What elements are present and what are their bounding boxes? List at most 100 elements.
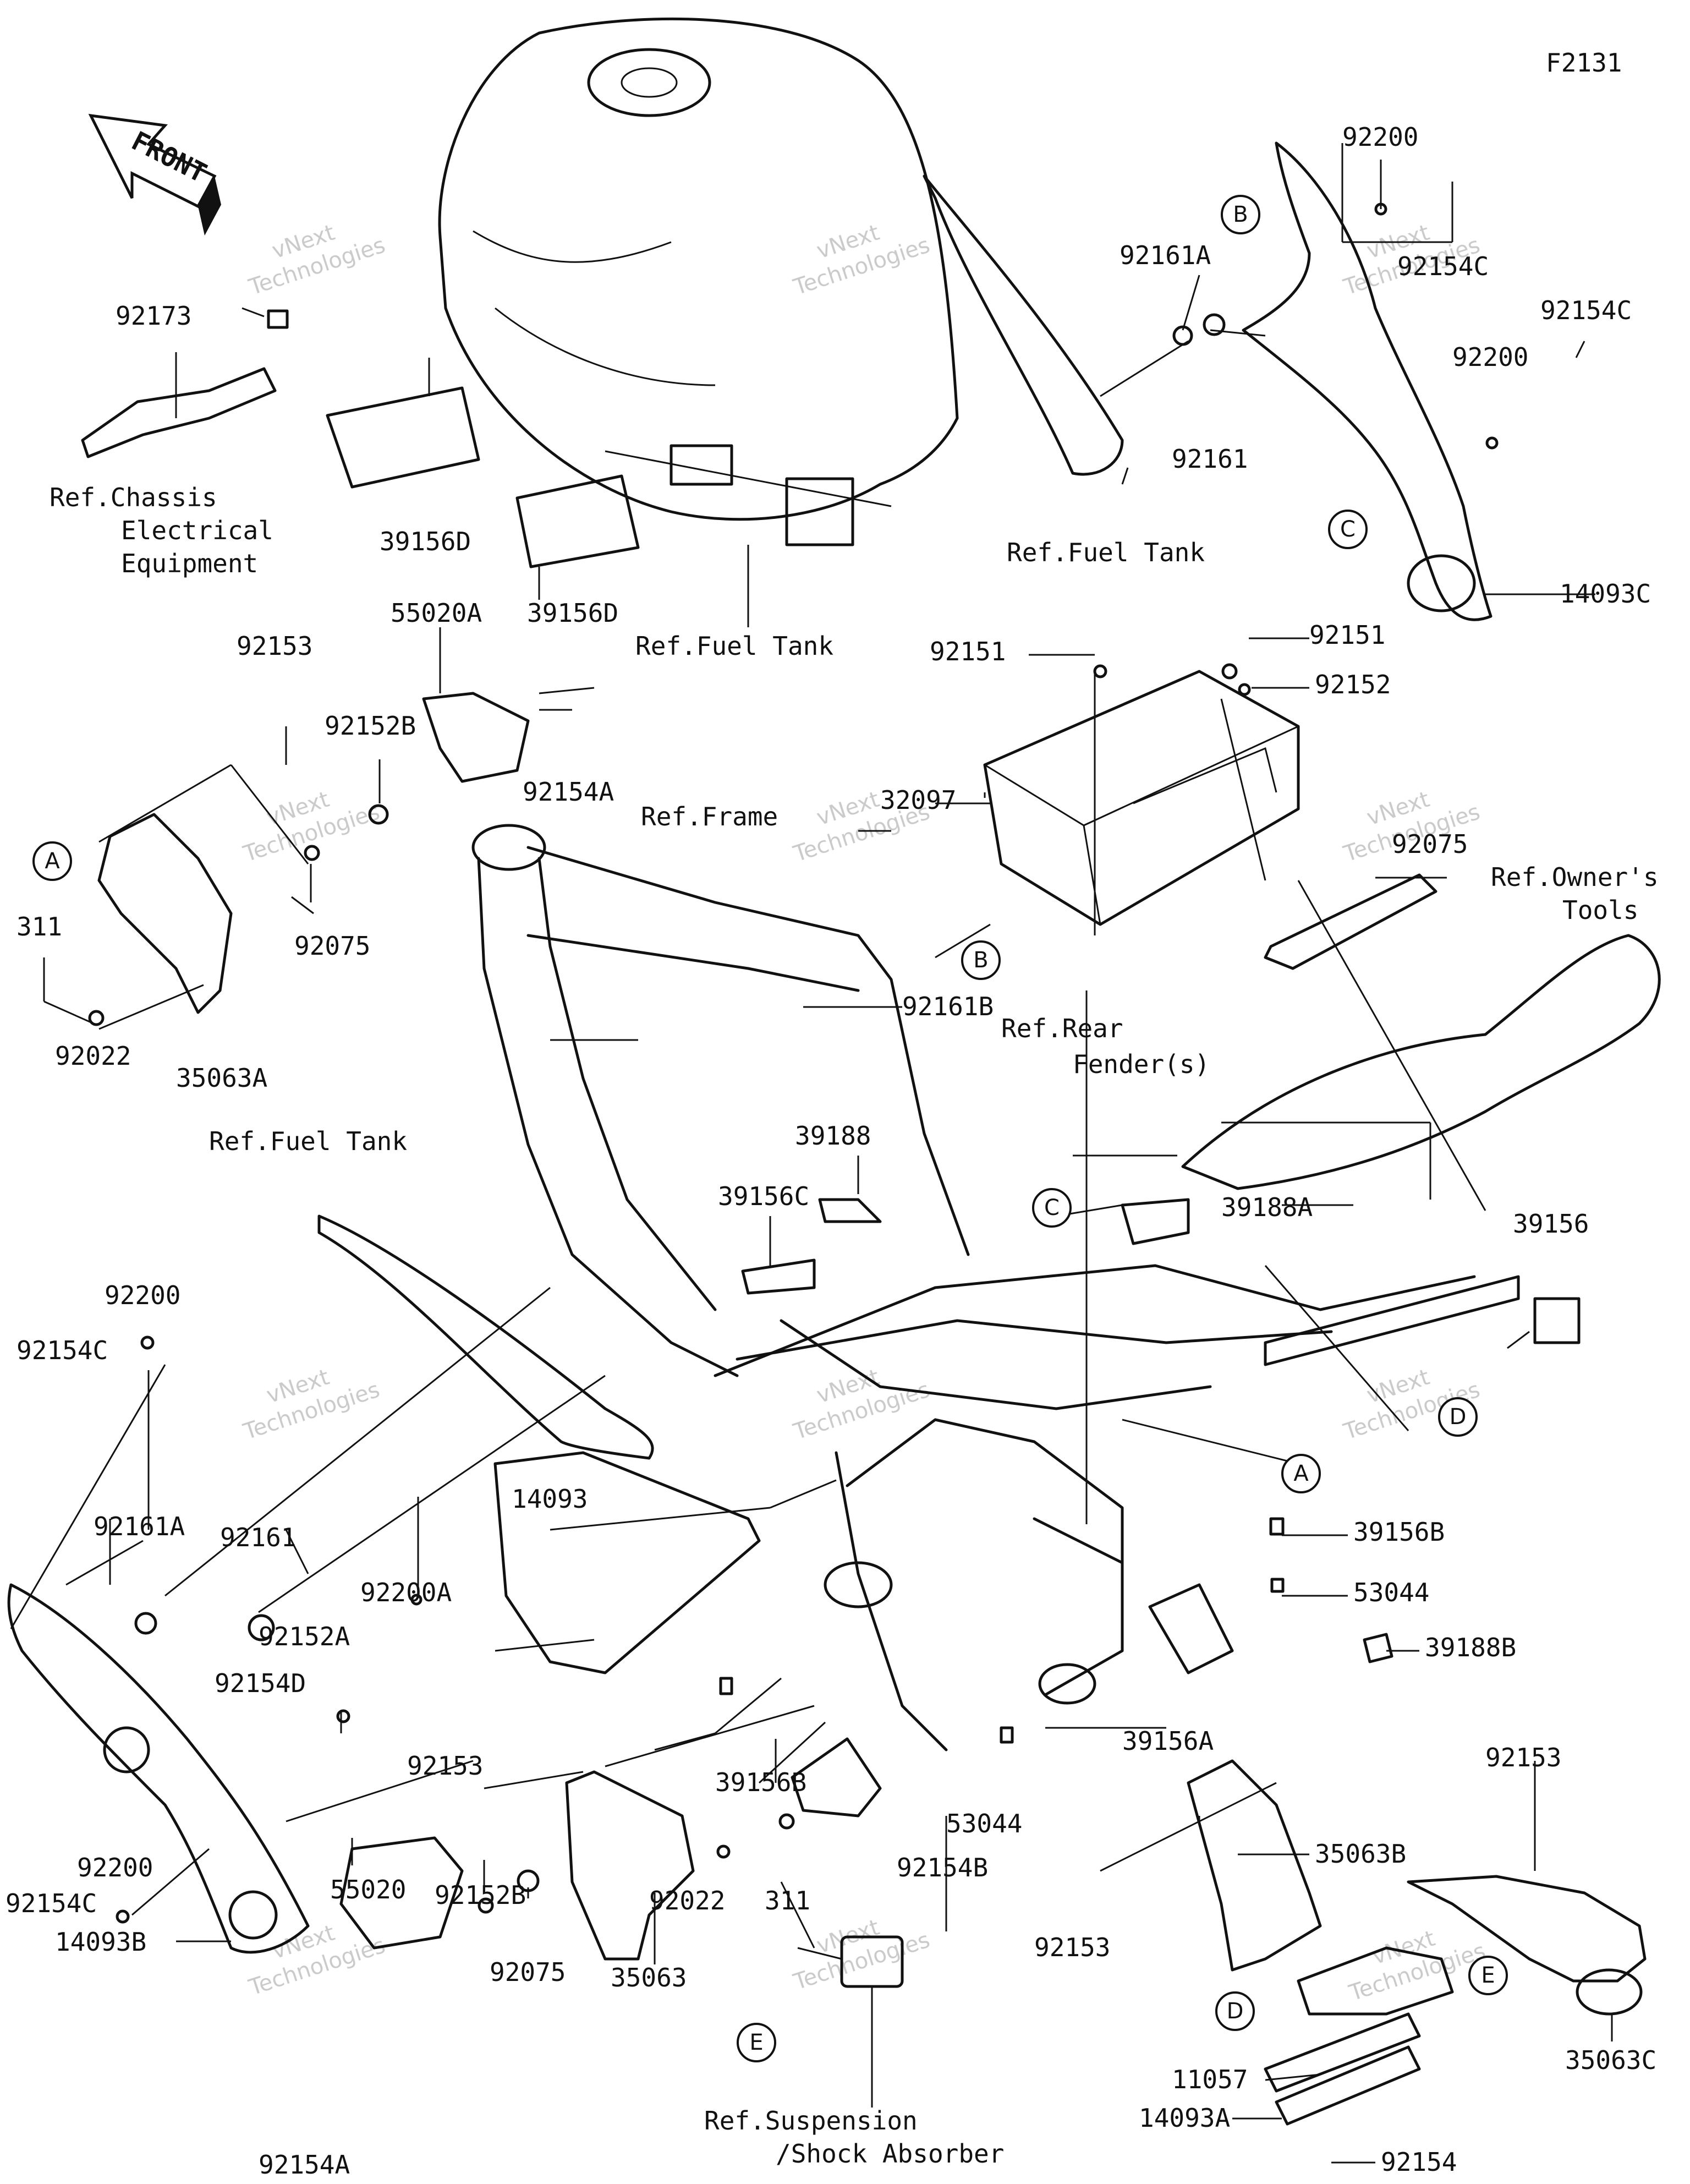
part-label: 92154 <box>1381 2147 1457 2177</box>
part-label: 39156 <box>1513 1209 1589 1239</box>
owners-tools <box>1264 873 1437 970</box>
figure-id: F2131 <box>1546 48 1622 78</box>
footpeg-bracket-35063 <box>565 1770 695 1961</box>
chassis-bracket <box>81 367 277 458</box>
part-label: 35063A <box>176 1063 267 1093</box>
part-label: 92075 <box>1392 829 1468 859</box>
part-label: 92161A <box>1120 240 1211 270</box>
frame-cover-14093 <box>493 1451 761 1674</box>
part-label: Electrical <box>121 516 273 545</box>
callout-d: D <box>1450 1404 1467 1430</box>
part-label: 92152B <box>435 1880 526 1910</box>
part-label: 14093C <box>1560 579 1651 609</box>
callout-a: A <box>1293 1461 1309 1486</box>
part-label: 92075 <box>294 931 370 961</box>
part-label: 92154B <box>897 1853 988 1882</box>
damper-53044 <box>1000 1726 1014 1744</box>
part-label: 92153 <box>1485 1743 1561 1772</box>
part-label: Ref.Fuel Tank <box>1007 538 1205 567</box>
frame-cover-14093c <box>1242 141 1493 621</box>
shock-reservoir <box>780 1881 904 2108</box>
part-label: 39156B <box>715 1767 806 1797</box>
part-label: 92151 <box>1309 620 1385 650</box>
part-label: 39188 <box>795 1121 871 1151</box>
part-label: 92200 <box>1452 342 1528 372</box>
footpeg-bracket-35063b <box>1187 1759 1322 1972</box>
heel-guard-55020a <box>422 692 530 783</box>
part-label: 35063 <box>611 1963 687 1993</box>
part-label: 35063C <box>1565 2045 1656 2075</box>
part-label: 39156A <box>1122 1726 1214 1756</box>
part-label: 92161A <box>94 1512 185 1541</box>
decal-39188 <box>818 1198 882 1223</box>
main-frame <box>471 824 1520 1818</box>
part-label: Ref.Chassis <box>50 483 217 512</box>
part-label: 92161 <box>1172 444 1248 474</box>
part-label: 39188B <box>1425 1633 1516 1662</box>
frame-cover-14093b <box>7 1583 310 1954</box>
part-label: Ref.Suspension <box>704 2106 918 2136</box>
part-label: Ref.Rear <box>1001 1014 1123 1043</box>
decal-39188a <box>1121 1198 1190 1245</box>
callout-c: C <box>1340 517 1356 542</box>
fasteners <box>88 202 1499 1924</box>
part-label: Ref.Fuel Tank <box>209 1126 407 1156</box>
footpeg-bracket-35063a <box>97 813 233 1014</box>
damper-39156b <box>719 1677 733 1695</box>
frame-cover-hole <box>1407 554 1476 612</box>
cover-14093a <box>1275 2045 1421 2126</box>
battery-case <box>983 670 1300 926</box>
part-label: 92153 <box>237 631 312 661</box>
cover-11057 <box>1264 2012 1421 2093</box>
watermark-group: vNext Technologies vNext Technologies vN… <box>240 220 1489 2006</box>
part-label: 92022 <box>55 1041 131 1071</box>
fuel-tank <box>438 17 959 546</box>
part-label: 39156C <box>718 1181 809 1211</box>
part-label: 92154C <box>1397 251 1489 281</box>
part-label: 55020A <box>391 598 482 628</box>
part-label: 92154C <box>6 1889 97 1918</box>
decal-39156c <box>741 1258 816 1295</box>
part-label: 92200A <box>360 1578 452 1607</box>
decal-39156d <box>326 386 480 489</box>
part-label: 92075 <box>490 1957 566 1987</box>
decal-39156d <box>515 474 640 568</box>
part-label: 35063B <box>1315 1839 1406 1869</box>
decal-39156a <box>1148 1583 1234 1674</box>
callout-d: D <box>1227 1999 1244 2024</box>
part-labels: 92200 92154C 92161A 92154C 92200 92161 1… <box>6 122 1659 2180</box>
part-label: 92200 <box>1342 122 1418 152</box>
part-label: Ref.Fuel Tank <box>635 631 833 661</box>
part-label: /Shock Absorber <box>776 2139 1004 2169</box>
damper-39156b <box>1269 1517 1285 1536</box>
part-label: 39188A <box>1221 1192 1313 1222</box>
part-label: 11057 <box>1172 2065 1248 2094</box>
tank-side-cover <box>923 174 1124 476</box>
part-label: 39156B <box>1353 1517 1445 1547</box>
cover-hole <box>228 1890 278 1940</box>
part-label: 92200 <box>105 1280 180 1310</box>
part-label: 92152A <box>259 1622 350 1651</box>
part-label: Ref.Owner's <box>1491 862 1659 892</box>
part-label: 92154C <box>1540 295 1632 325</box>
part-label: 92151 <box>930 637 1006 666</box>
leader-lines <box>10 143 1613 2164</box>
part-label: 92161B <box>902 992 994 1021</box>
part-label: 92152 <box>1315 670 1391 699</box>
side-panel <box>317 1214 654 1460</box>
part-label: 311 <box>17 912 62 942</box>
callout-markers: B C A B C D A D E E <box>32 195 1508 2062</box>
part-label: 53044 <box>946 1809 1022 1838</box>
part-label: 39156D <box>380 527 471 556</box>
rear-fender <box>1181 934 1661 1190</box>
part-label: 55020 <box>330 1875 406 1904</box>
part-label: 39156D <box>527 598 618 628</box>
damper-53044 <box>1270 1578 1285 1593</box>
part-label: 92154A <box>523 777 614 807</box>
part-label: 92154A <box>259 2150 350 2180</box>
part-label: 53044 <box>1353 1578 1429 1607</box>
part-label: Tools <box>1562 895 1638 925</box>
part-label: 14093 <box>512 1484 588 1514</box>
decal-39156 <box>1533 1297 1581 1344</box>
